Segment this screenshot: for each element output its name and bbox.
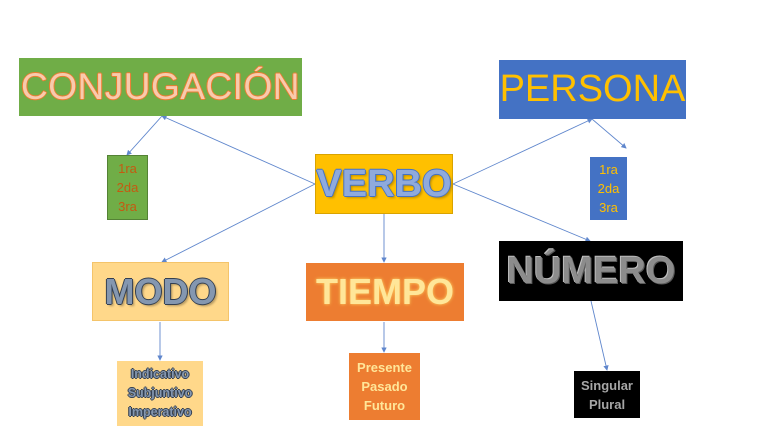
conjugacion-item: 2da <box>116 180 139 195</box>
tiempo-items: Presente Pasado Futuro <box>349 353 420 420</box>
conjugacion-node: CONJUGACIÓN <box>19 58 302 116</box>
modo-item: Subjuntivo <box>127 386 193 400</box>
tiempo-item: Futuro <box>363 398 406 413</box>
modo-item: Imperativo <box>128 405 192 419</box>
numero-items: Singular Plural <box>574 371 640 418</box>
numero-item: Plural <box>588 396 626 412</box>
tiempo-node: TIEMPO <box>306 263 464 321</box>
tiempo-item: Presente <box>357 360 412 375</box>
persona-items: 1ra 2da 3ra <box>590 157 627 220</box>
conjugacion-item: 1ra <box>118 161 137 176</box>
numero-label: NÚMERO <box>506 249 676 292</box>
conjugacion-item: 3ra <box>118 199 137 214</box>
persona-label: PERSONA <box>499 68 686 110</box>
persona-node: PERSONA <box>499 60 686 119</box>
modo-items: Indicativo Subjuntivo Imperativo <box>117 361 203 426</box>
verbo-center-node: VERBO <box>315 154 453 214</box>
numero-node: NÚMERO <box>499 241 683 301</box>
numero-item: Singular <box>580 377 633 393</box>
modo-node: MODO <box>92 262 229 321</box>
tiempo-item: Pasado <box>361 379 408 394</box>
conjugacion-items: 1ra 2da 3ra <box>107 155 148 220</box>
tiempo-label: TIEMPO <box>315 271 454 312</box>
verbo-label: VERBO <box>316 162 452 205</box>
modo-item: Indicativo <box>130 367 190 381</box>
persona-item: 2da <box>597 181 620 196</box>
persona-item: 1ra <box>599 162 618 177</box>
persona-item: 3ra <box>599 200 618 215</box>
modo-label: MODO <box>104 270 217 312</box>
conjugacion-label: CONJUGACIÓN <box>21 66 300 107</box>
